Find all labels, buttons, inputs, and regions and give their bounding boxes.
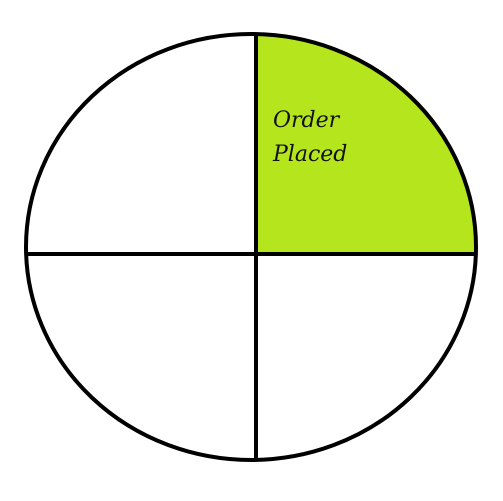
outer-circle xyxy=(24,32,478,462)
quadrant-bottom-right xyxy=(256,254,476,472)
quadrant-bottom-left xyxy=(36,254,256,472)
quadrant-top-left xyxy=(36,36,256,254)
label-line-2: Placed xyxy=(272,142,347,167)
label-line-1: Order xyxy=(273,108,341,133)
quadrant-top-right xyxy=(256,36,476,254)
quadrant-top-right-label: Order Placed xyxy=(272,108,347,167)
